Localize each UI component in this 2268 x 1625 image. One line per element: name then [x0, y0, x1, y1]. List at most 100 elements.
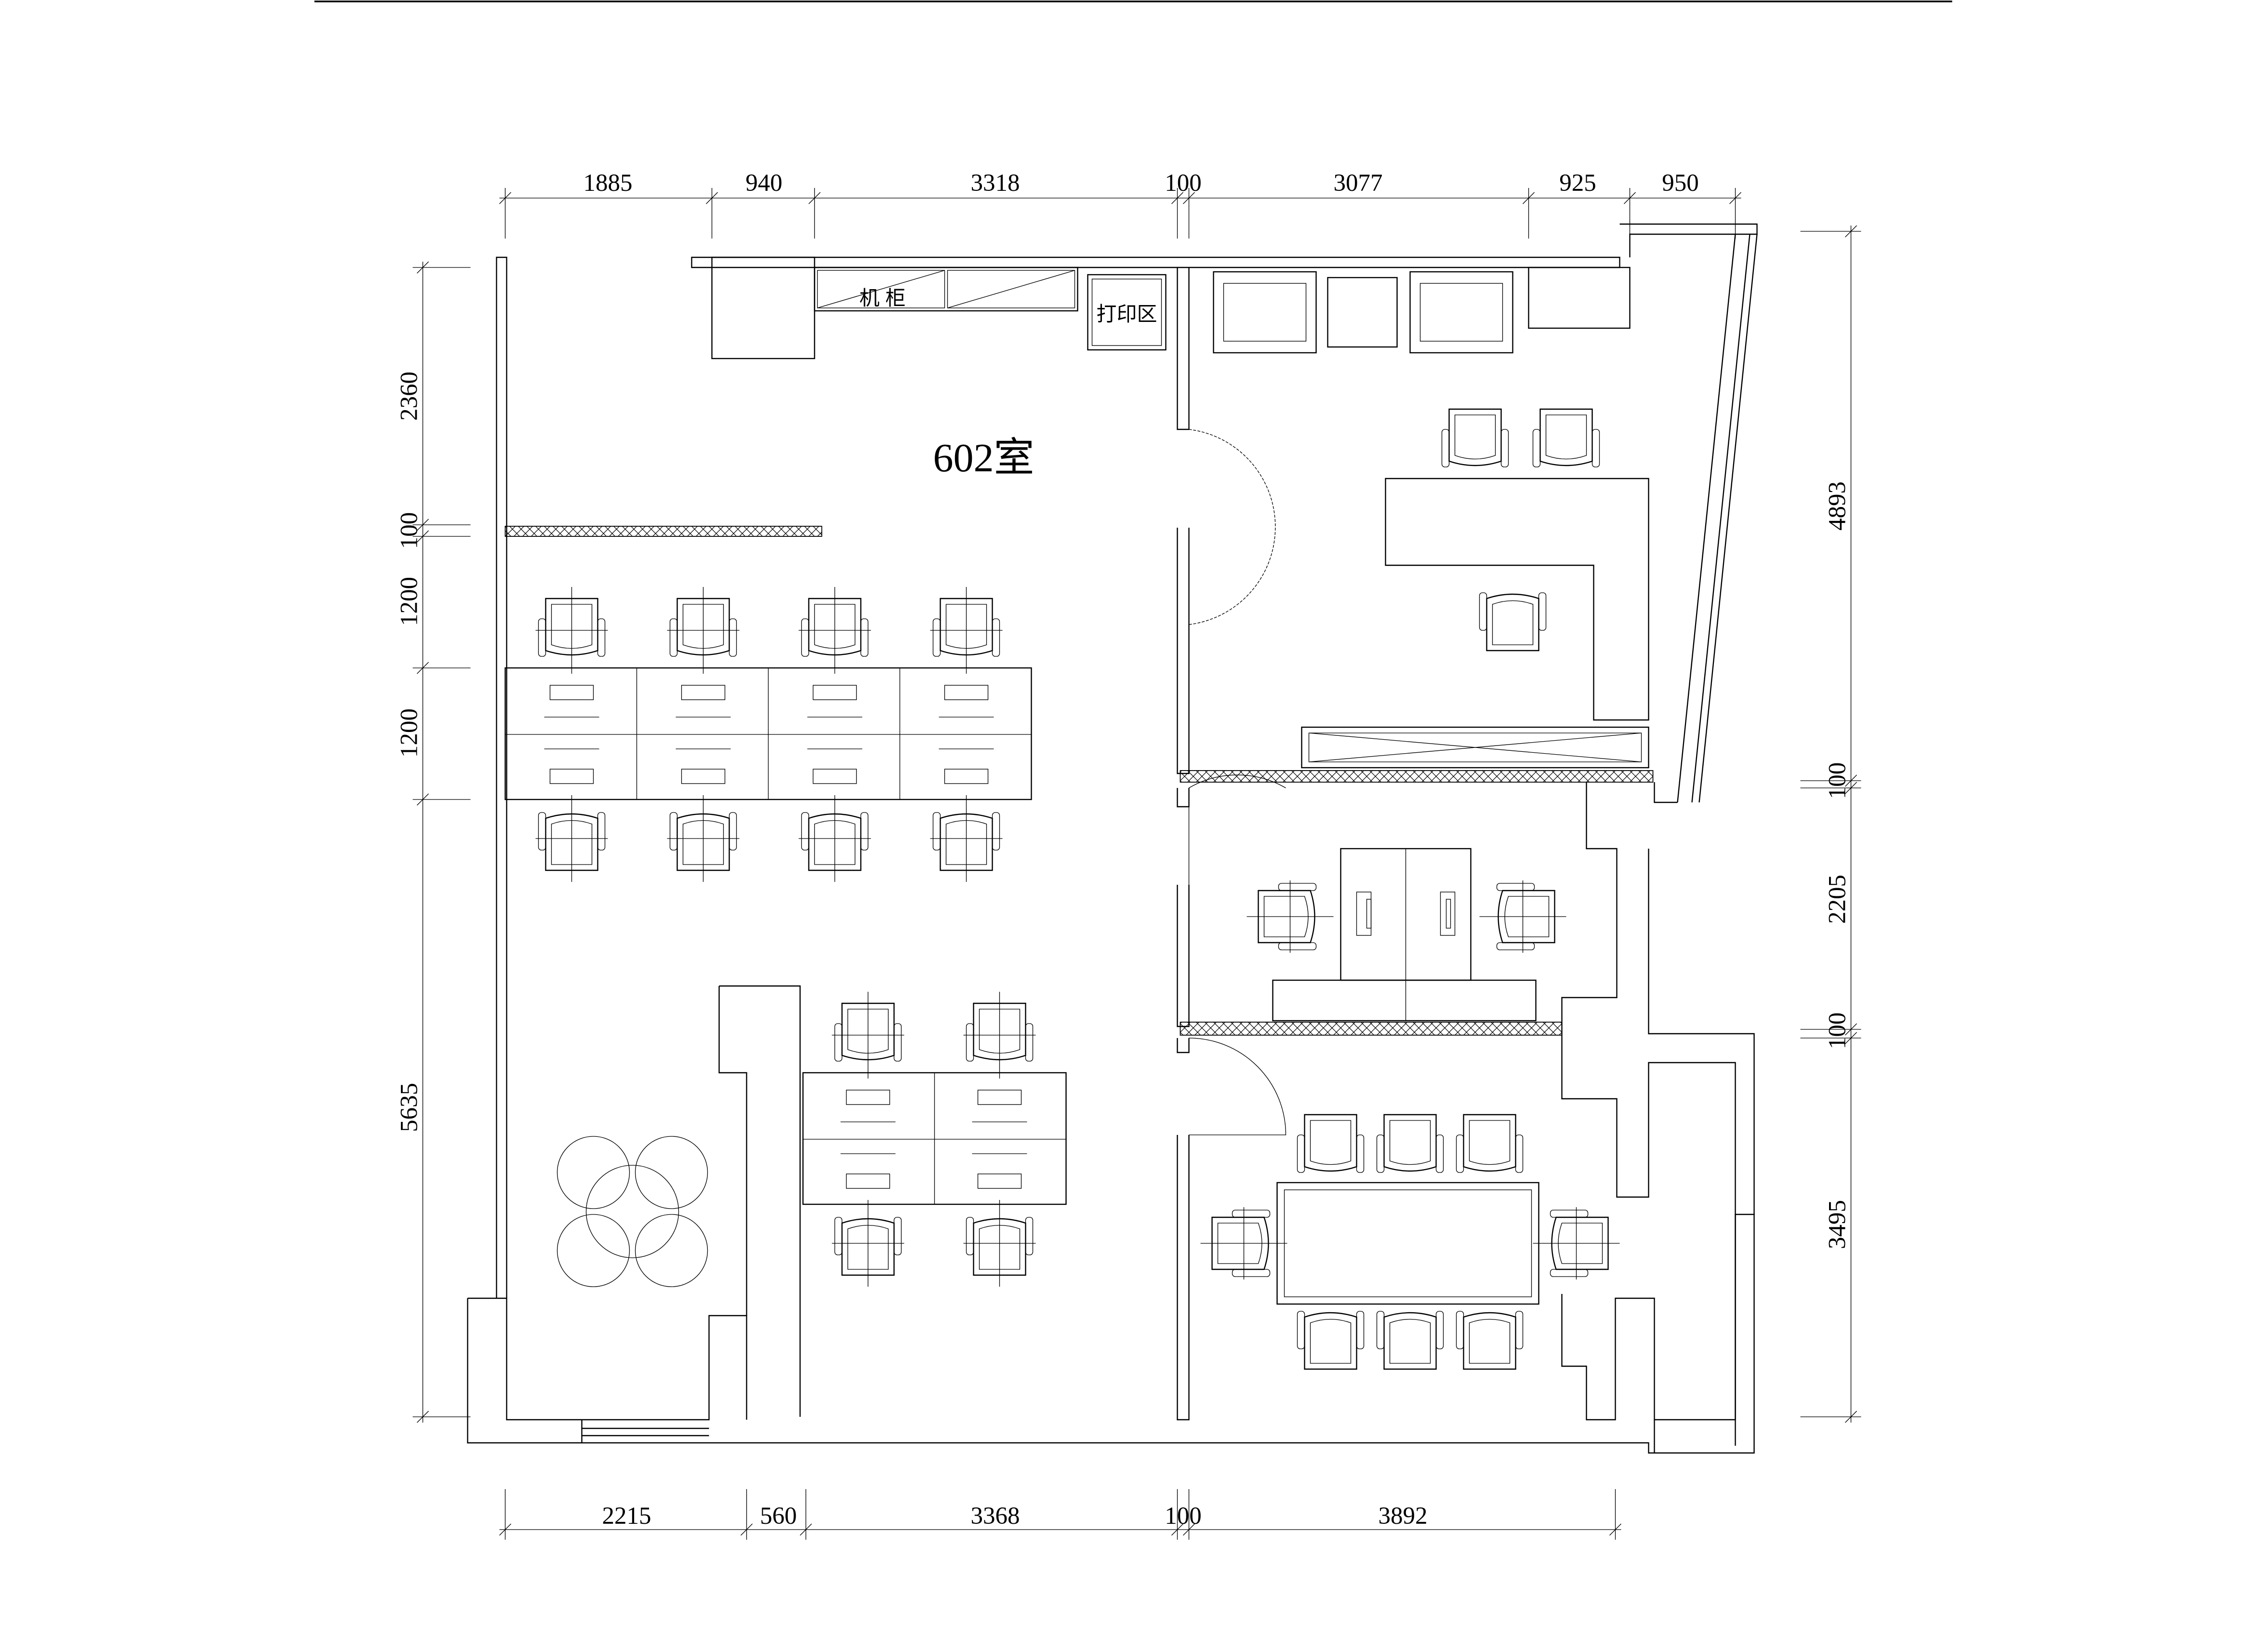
desk-drawer: [681, 685, 726, 700]
chair-icon: [798, 795, 871, 882]
dim-right-3: 2205: [1824, 875, 1851, 924]
chair-icon: [930, 587, 1003, 674]
chair-icon: [832, 1200, 904, 1287]
desk-drawer: [977, 1090, 1022, 1105]
chair-icon: [1532, 408, 1600, 467]
workstation-cluster-2: [802, 1072, 1067, 1205]
reception-counter: [711, 256, 815, 360]
dimension-tick: [1800, 774, 1861, 787]
dimension-tick: [499, 188, 511, 239]
dimension-tick: [1800, 1023, 1861, 1036]
door-swing-meeting[interactable]: [1188, 774, 1286, 885]
chair-icon: [963, 1200, 1036, 1287]
dimension-tick: [1624, 188, 1636, 239]
dimension-tick: [412, 530, 471, 543]
storage-cabinet: [1528, 266, 1631, 329]
dimension-tick: [1800, 782, 1861, 794]
dim-right-1: 4893: [1824, 481, 1851, 531]
dimension-tick: [412, 261, 471, 274]
workstation-cluster-1: [504, 667, 1032, 800]
dim-top-6: 925: [1559, 170, 1596, 197]
dimension-tick: [1729, 188, 1741, 239]
conference-table: [1276, 1182, 1539, 1305]
desk-drawer: [846, 1173, 890, 1189]
dim-top-2: 940: [745, 170, 783, 197]
desk-drawer: [846, 1090, 890, 1105]
dim-top-5: 3077: [1334, 170, 1383, 197]
meeting-table: [1272, 848, 1537, 1022]
desk-drawer: [944, 685, 989, 700]
dim-top-3: 3318: [971, 170, 1020, 197]
dimension-tick: [706, 188, 718, 239]
chair-icon: [1456, 1114, 1524, 1173]
dim-top-7: 950: [1662, 170, 1699, 197]
chair-icon: [798, 587, 871, 674]
dim-left-4: 1200: [396, 708, 423, 758]
credenza: [1301, 726, 1649, 769]
dimension-tick: [412, 662, 471, 674]
column-wall: [718, 985, 801, 1417]
desk-drawer: [812, 685, 857, 700]
door-swing-conference[interactable]: [1189, 1038, 1287, 1135]
chair-icon: [535, 587, 608, 674]
dimension-tick: [1800, 1032, 1861, 1044]
chair-icon: [1479, 592, 1547, 652]
desk-drawer: [549, 769, 594, 784]
chair-icon: [1297, 1311, 1365, 1370]
dim-top-4: 100: [1165, 170, 1202, 197]
dimension-tick: [412, 793, 471, 806]
chair-icon: [1441, 408, 1509, 467]
room-label: 602室: [933, 436, 1034, 480]
dimension-tick: [499, 1489, 511, 1540]
chair-icon: [1479, 880, 1566, 953]
chair-icon: [1297, 1114, 1365, 1173]
dimension-tick: [412, 519, 471, 531]
chair-icon: [535, 795, 608, 882]
desk-drawer: [944, 769, 989, 784]
chair-icon: [1456, 1311, 1524, 1370]
dim-left-1: 2360: [396, 372, 423, 421]
dimension-tick: [800, 1489, 812, 1540]
dim-left-5: 5635: [396, 1083, 423, 1132]
print-area-label: 打印区: [1096, 302, 1157, 326]
dimension-tick: [741, 1489, 753, 1540]
dim-left-2: 100: [396, 512, 423, 549]
desk-drawer: [681, 769, 726, 784]
dimension-tick: [1609, 1489, 1621, 1540]
dim-bottom-3: 3368: [971, 1503, 1020, 1530]
cabinet-label-2: 柜: [886, 286, 906, 310]
dimension-tick: [1171, 188, 1183, 239]
dimension-tick: [809, 188, 821, 239]
cabinet-label-1: 机: [860, 286, 880, 310]
dimension-tick: [412, 1411, 471, 1423]
sofa-set: [1213, 271, 1513, 354]
glass-partition-meeting: [1180, 1022, 1563, 1036]
door-swing-manager[interactable]: [1188, 429, 1276, 625]
exterior-walls: [467, 223, 1758, 1454]
dim-top-1: 1885: [584, 170, 633, 197]
dimension-tick: [1800, 1411, 1861, 1423]
chair-icon: [963, 992, 1036, 1079]
dim-right-5: 3495: [1824, 1200, 1851, 1249]
chair-icon: [667, 795, 740, 882]
chair-icon: [667, 587, 740, 674]
print-area: [1087, 274, 1167, 351]
manager-desk: [1385, 478, 1649, 721]
dim-bottom-4: 100: [1165, 1503, 1202, 1530]
dimension-tick: [1183, 1489, 1195, 1540]
chair-icon: [832, 992, 904, 1079]
dim-left-3: 1200: [396, 577, 423, 626]
dim-bottom-1: 2215: [602, 1503, 651, 1530]
dimension-tick: [1800, 225, 1861, 238]
dim-bottom-5: 3892: [1379, 1503, 1428, 1530]
dim-bottom-2: 560: [760, 1503, 797, 1530]
dimension-tick: [1183, 188, 1195, 239]
chair-icon: [930, 795, 1003, 882]
chair-icon: [1533, 1207, 1620, 1279]
glass-partition-manager: [1180, 770, 1654, 783]
dim-right-4: 100: [1824, 1012, 1851, 1050]
desk-drawer: [812, 769, 857, 784]
central-partition: [1177, 267, 1190, 1421]
